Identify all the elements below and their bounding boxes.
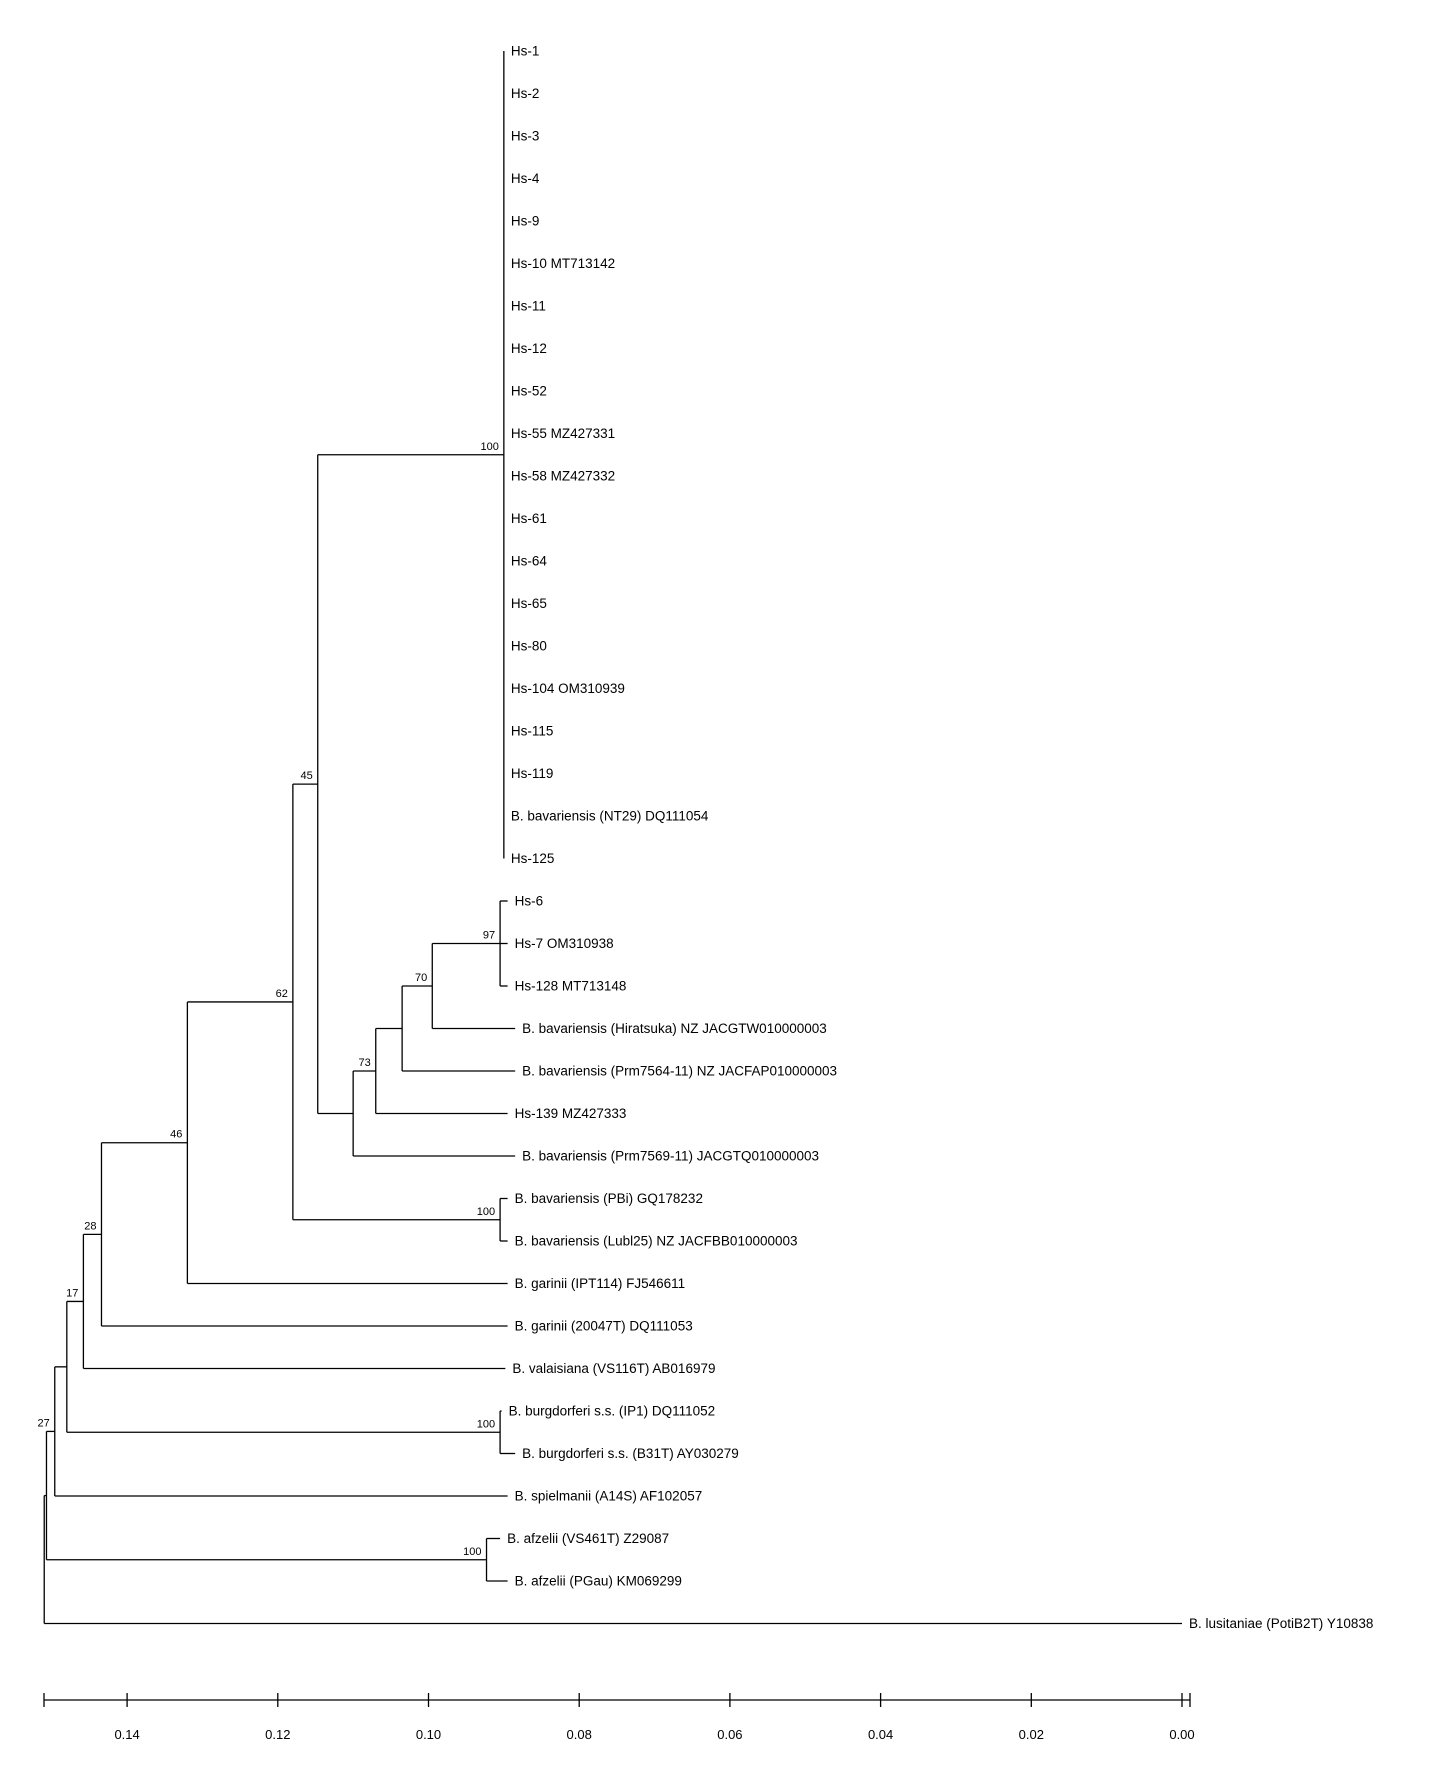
bootstrap-support-value: 73 <box>359 1057 371 1069</box>
taxon-label: Hs-125 <box>511 851 555 866</box>
taxon-label: Hs-64 <box>511 554 548 569</box>
taxon-label: Hs-52 <box>511 384 547 399</box>
taxon-label: Hs-80 <box>511 639 547 654</box>
taxon-label: Hs-115 <box>511 724 554 739</box>
taxon-label: B. burgdorferi s.s. (B31T) AY030279 <box>522 1446 739 1461</box>
bootstrap-support-value: 46 <box>170 1129 182 1141</box>
bootstrap-support-value: 27 <box>38 1417 50 1429</box>
taxon-label: B. burgdorferi s.s. (IP1) DQ111052 <box>509 1404 716 1419</box>
taxon-label: Hs-3 <box>511 129 540 144</box>
taxon-label: B. spielmanii (A14S) AF102057 <box>515 1489 703 1504</box>
taxon-label: Hs-139 MZ427333 <box>515 1106 627 1121</box>
taxon-label: B. garinii (20047T) DQ111053 <box>515 1319 693 1334</box>
taxon-label: Hs-9 <box>511 214 540 229</box>
scale-axis-tick-label: 0.00 <box>1169 1727 1194 1742</box>
taxon-label: B. afzelii (VS461T) Z29087 <box>507 1531 669 1546</box>
taxon-label: B. garinii (IPT114) FJ546611 <box>515 1276 686 1291</box>
taxon-label: Hs-58 MZ427332 <box>511 469 615 484</box>
taxon-label: Hs-6 <box>515 894 544 909</box>
bootstrap-support-value: 17 <box>66 1287 78 1299</box>
taxon-label: Hs-4 <box>511 171 540 186</box>
taxon-label: Hs-55 MZ427331 <box>511 426 615 441</box>
taxon-label: B. bavariensis (Prm7569-11) JACGTQ010000… <box>522 1149 819 1164</box>
taxon-label: Hs-2 <box>511 86 540 101</box>
taxon-label: B. valaisiana (VS116T) AB016979 <box>512 1361 715 1376</box>
taxon-label: Hs-7 OM310938 <box>515 936 614 951</box>
taxon-label: Hs-119 <box>511 766 554 781</box>
taxon-label: Hs-65 <box>511 596 547 611</box>
bootstrap-support-value: 100 <box>480 441 498 453</box>
taxon-label: Hs-128 MT713148 <box>515 979 627 994</box>
scale-axis-tick-label: 0.02 <box>1019 1727 1044 1742</box>
bootstrap-support-value: 45 <box>300 770 312 782</box>
taxon-label: B. bavariensis (PBi) GQ178232 <box>515 1191 703 1206</box>
scale-axis-tick-label: 0.04 <box>868 1727 893 1742</box>
bootstrap-support-value: 62 <box>276 988 288 1000</box>
taxon-label: Hs-10 MT713142 <box>511 256 615 271</box>
bootstrap-support-value: 28 <box>84 1220 96 1232</box>
scale-axis-tick-label: 0.08 <box>567 1727 592 1742</box>
bootstrap-support-value: 70 <box>415 972 427 984</box>
scale-axis-tick-label: 0.14 <box>114 1727 139 1742</box>
bootstrap-support-value: 100 <box>477 1206 495 1218</box>
taxon-label: Hs-104 OM310939 <box>511 681 625 696</box>
taxon-label: B. bavariensis (Prm7564-11) NZ JACFAP010… <box>522 1064 837 1079</box>
taxon-label: B. bavariensis (Hiratsuka) NZ JACGTW0100… <box>522 1021 827 1036</box>
scale-axis-tick-label: 0.10 <box>416 1727 441 1742</box>
taxon-label: B. afzelii (PGau) KM069299 <box>515 1574 682 1589</box>
bootstrap-support-value: 100 <box>477 1418 495 1430</box>
taxon-label: Hs-61 <box>511 511 547 526</box>
scale-axis-tick-label: 0.12 <box>265 1727 290 1742</box>
bootstrap-support-value: 100 <box>463 1546 481 1558</box>
bootstrap-support-value: 97 <box>483 930 495 942</box>
taxon-label: B. lusitaniae (PotiB2T) Y10838 <box>1189 1616 1373 1631</box>
taxon-label: Hs-1 <box>511 44 540 59</box>
taxon-label: Hs-11 <box>511 299 546 314</box>
taxon-label: B. bavariensis (Lubl25) NZ JACFBB0100000… <box>515 1234 798 1249</box>
taxon-label: Hs-12 <box>511 341 547 356</box>
taxon-label: B. bavariensis (NT29) DQ111054 <box>511 809 709 824</box>
scale-axis-tick-label: 0.06 <box>717 1727 742 1742</box>
